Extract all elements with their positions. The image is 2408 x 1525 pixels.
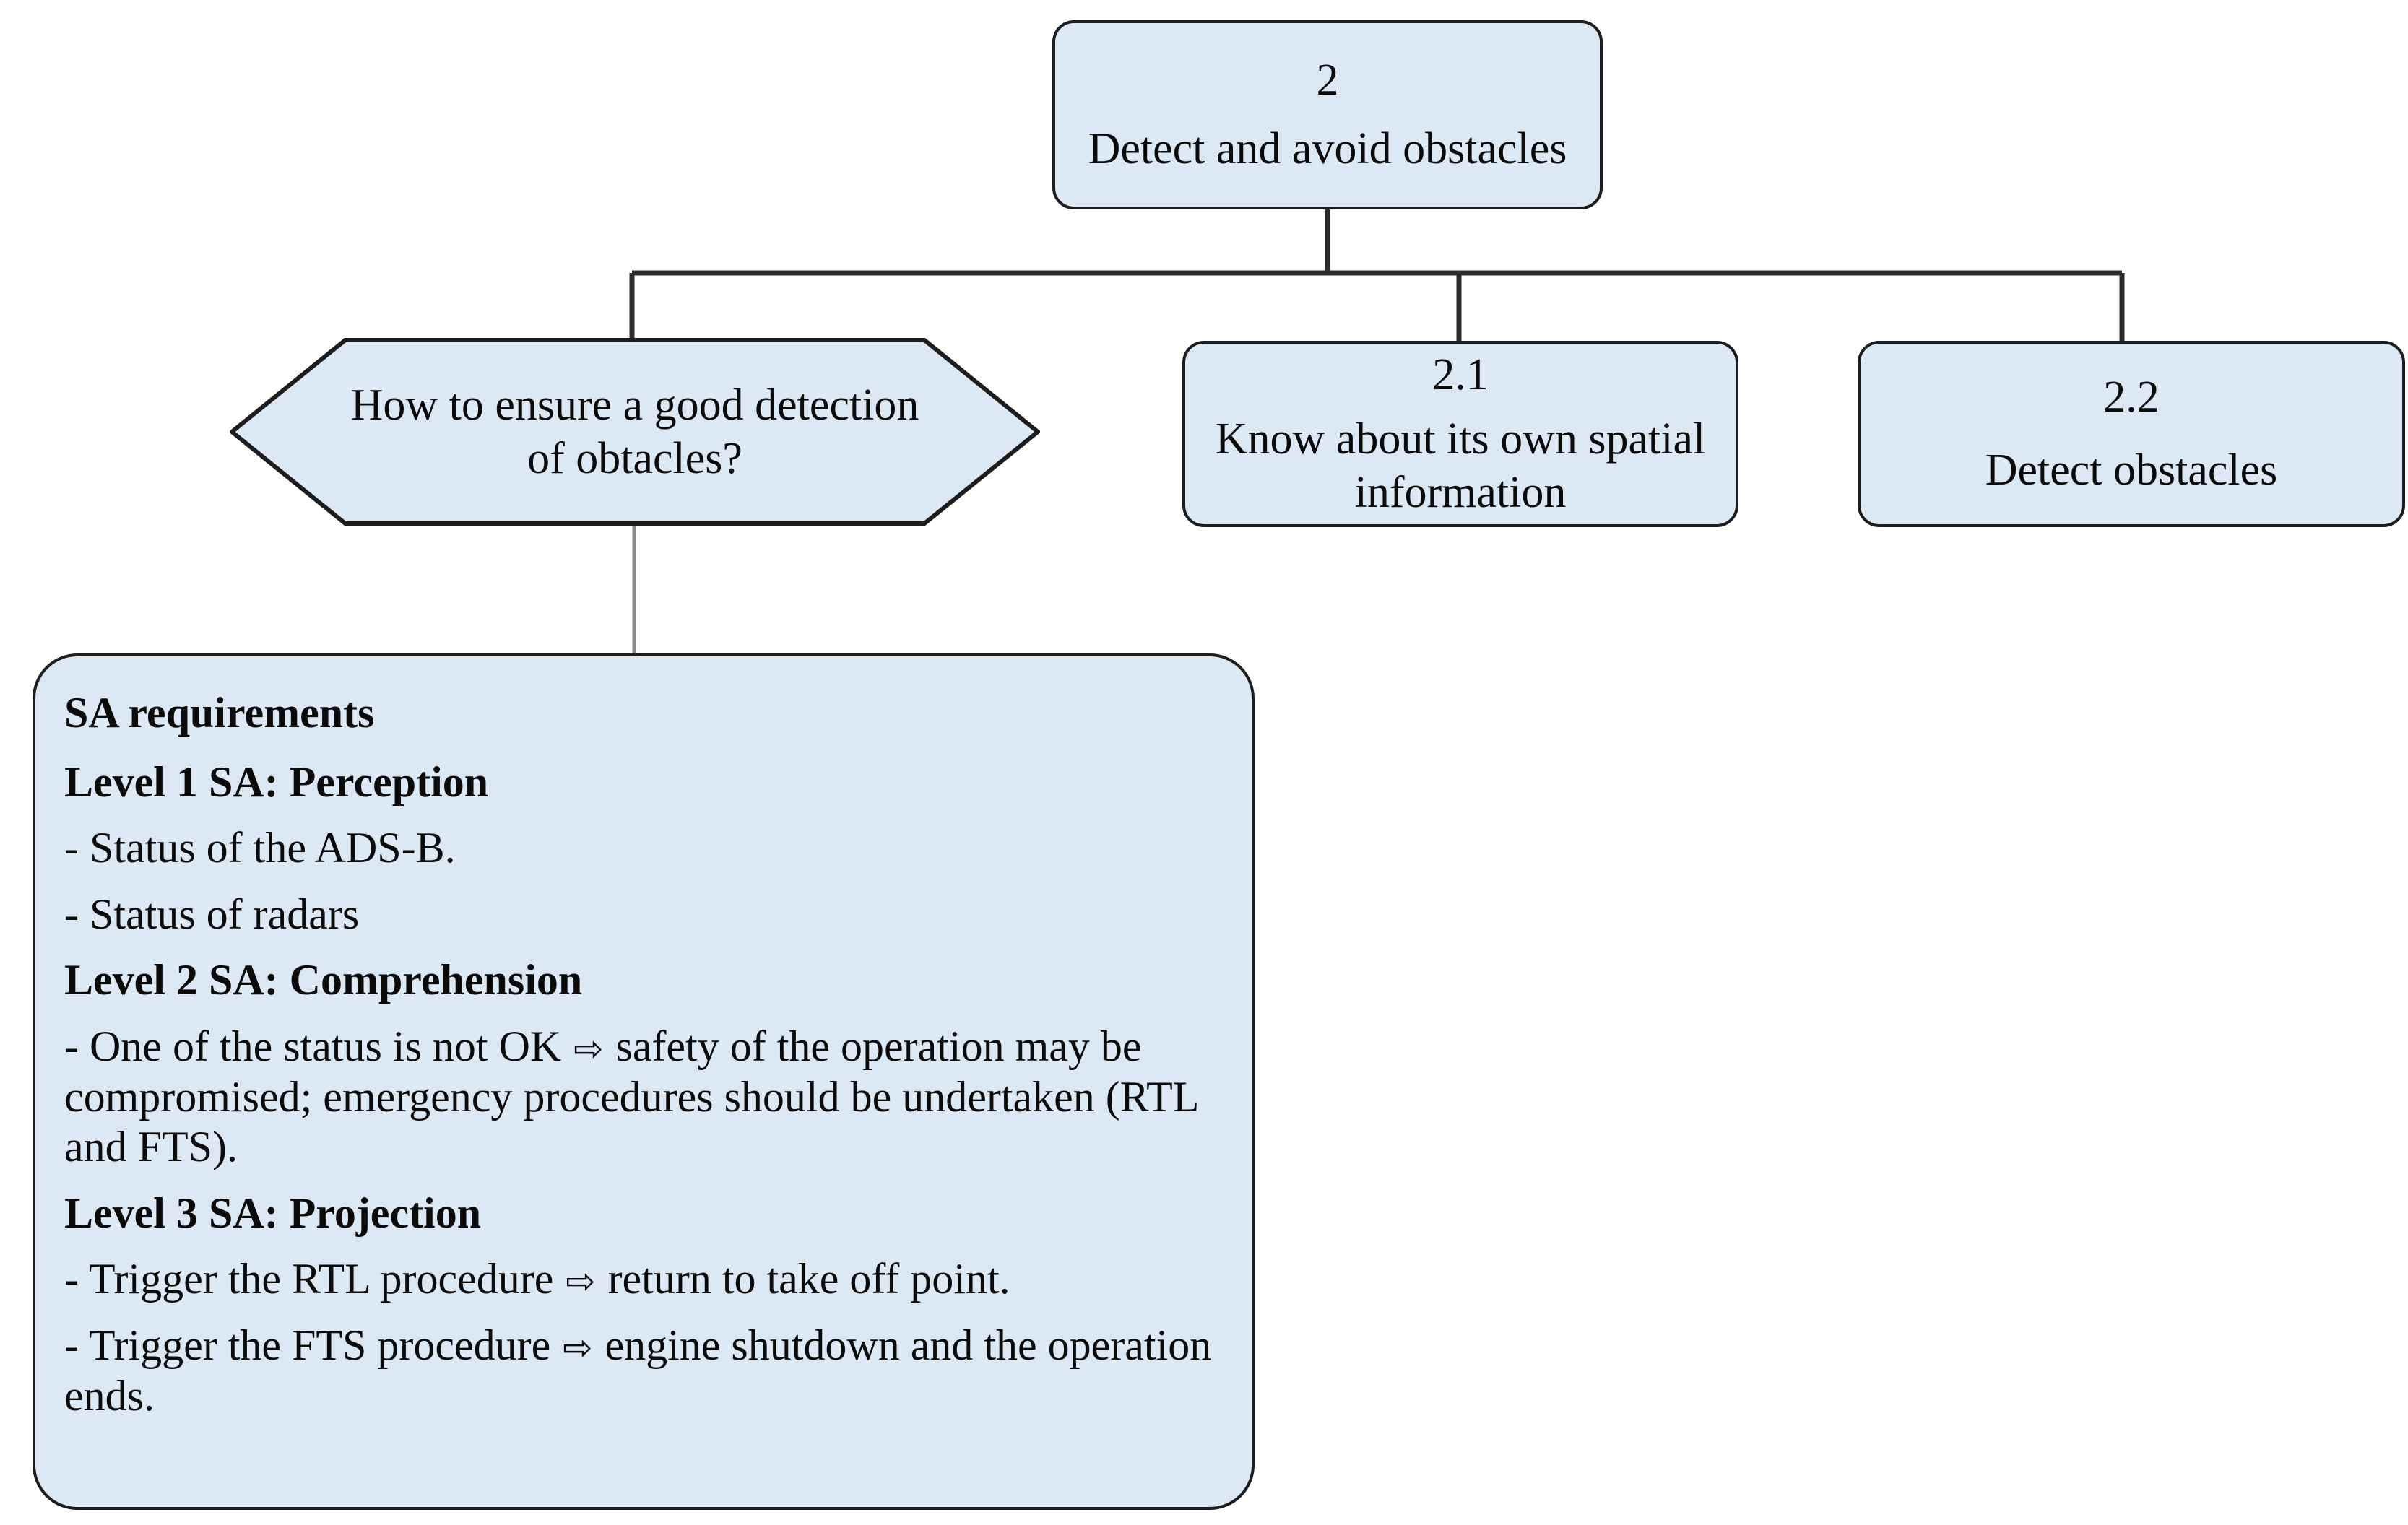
right-arrow-icon: ⇨	[573, 1027, 604, 1069]
sa-level-1-title: Level 1 SA: Perception	[64, 757, 489, 806]
sa-level-3-item: - Trigger the FTS procedure ⇨ engine shu…	[64, 1321, 1212, 1420]
node-question-label: How to ensure a good detection of obtacl…	[350, 380, 919, 483]
sa-requirements-heading: SA requirements	[64, 689, 375, 737]
hexagon-shape	[230, 338, 1040, 526]
sa-level-3-item: - Trigger the RTL procedure ⇨ return to …	[64, 1255, 1010, 1303]
node-22-label: Detect obstacles	[1985, 446, 2278, 495]
node-21-label: Know about its own spatial information	[1215, 414, 1706, 517]
node-question-how-to-ensure-detection[interactable]: How to ensure a good detection of obtacl…	[230, 338, 1040, 526]
node-21-number: 2.1	[1432, 350, 1489, 400]
sa-level-2-item: - One of the status is not OK ⇨ safety o…	[64, 1022, 1198, 1171]
sa-level-1-item: - Status of the ADS-B.	[64, 824, 456, 872]
node-root-label: Detect and avoid obstacles	[1088, 124, 1567, 173]
node-22-number: 2.2	[2103, 372, 2160, 422]
sa-level-2-title: Level 2 SA: Comprehension	[64, 956, 583, 1004]
sa-level-1-item: - Status of radars	[64, 890, 360, 938]
right-arrow-icon: ⇨	[563, 1326, 593, 1368]
node-root-number: 2	[1316, 55, 1339, 105]
node-know-own-spatial-information[interactable]: 2.1 Know about its own spatial informati…	[1182, 341, 1738, 527]
right-arrow-icon: ⇨	[566, 1260, 596, 1303]
node-sa-requirements[interactable]: SA requirements Level 1 SA: Perception -…	[33, 653, 1255, 1510]
node-detect-and-avoid-obstacles[interactable]: 2 Detect and avoid obstacles	[1052, 20, 1603, 209]
node-detect-obstacles[interactable]: 2.2 Detect obstacles	[1858, 341, 2405, 527]
sa-level-3-title: Level 3 SA: Projection	[64, 1189, 482, 1237]
